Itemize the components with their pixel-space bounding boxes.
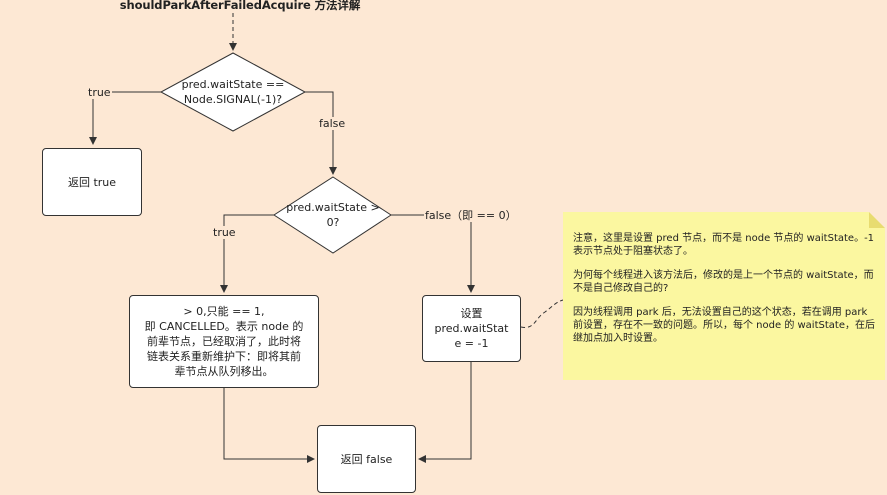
- edge-label-d1-true: true: [87, 86, 112, 99]
- decision-gt-zero-diamond: [273, 176, 392, 254]
- cancelled-box: > 0,只能 == 1, 即 CANCELLED。表示 node 的 前辈节点，…: [129, 295, 319, 388]
- note-fold-corner: [869, 212, 885, 228]
- edge-d1-false: [305, 91, 337, 175]
- set-waitstate-text: 设置 pred.waitStat e = -1: [434, 307, 509, 350]
- decision-signal-text: pred.waitState == Node.SIGNAL(-1)?: [181, 78, 285, 106]
- return-false-text: 返回 false: [340, 452, 393, 466]
- diagram-title: shouldParkAfterFailedAcquire 方法详解: [119, 0, 361, 12]
- edge-d2-true: [220, 214, 274, 293]
- return-true-box: 返回 true: [42, 148, 142, 216]
- set-waitstate-box: 设置 pred.waitStat e = -1: [422, 295, 521, 362]
- edge-label-d2-false: false（即 == 0）: [424, 209, 518, 222]
- note-box: 注意，这里是设置 pred 节点，而不是 node 节点的 waitState。…: [563, 212, 885, 380]
- decision-signal-diamond: [159, 52, 307, 132]
- cancelled-text: > 0,只能 == 1, 即 CANCELLED。表示 node 的 前辈节点，…: [144, 305, 304, 378]
- edge-set-to-false: [418, 362, 472, 463]
- edge-d1-true: [89, 91, 161, 145]
- edge-label-d2-true: true: [212, 226, 237, 239]
- edge-cancelled-to-false: [223, 388, 315, 463]
- return-false-box: 返回 false: [317, 425, 416, 493]
- edge-label-d1-false: false: [318, 117, 347, 130]
- edge-d2-false: [391, 214, 475, 293]
- note-paragraph-1: 注意，这里是设置 pred 节点，而不是 node 节点的 waitState。…: [573, 233, 875, 257]
- note-paragraph-2: 为何每个线程进入该方法后，修改的是上一个节点的 waitState，而不是自己修…: [573, 270, 874, 294]
- note-connector: [520, 299, 564, 328]
- return-true-text: 返回 true: [67, 175, 117, 189]
- note-paragraph-3: 因为线程调用 park 后，无法设置自己的这个状态，若在调用 park 前设置，…: [573, 307, 875, 344]
- decision-gt-zero-text: pred.waitState > 0?: [286, 201, 380, 229]
